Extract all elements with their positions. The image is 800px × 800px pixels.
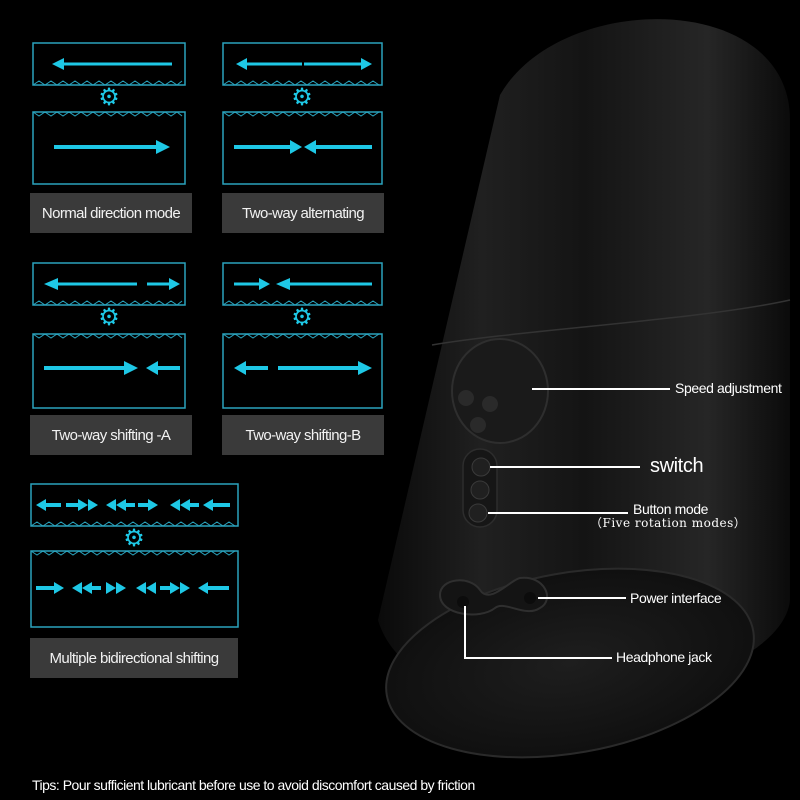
arrow-left-icon xyxy=(146,361,158,375)
five-modes-label: （Five rotation modes） xyxy=(590,516,747,530)
mode-diagram-alternating: ⚙ xyxy=(222,42,383,185)
button-mode-label: Button mode xyxy=(633,501,708,517)
arrow-left-icon xyxy=(44,278,58,290)
switch-button[interactable] xyxy=(471,457,491,477)
callout-line-switch xyxy=(490,466,640,468)
mode-diagram-normal: ⚙ xyxy=(32,42,186,185)
callout-line-power xyxy=(538,597,626,599)
gear-icon: ⚙ xyxy=(291,303,313,331)
switch-label: switch xyxy=(650,455,704,477)
arrow-left-icon xyxy=(236,58,247,70)
arrow-left-icon xyxy=(276,278,290,290)
power-interface-label: Power interface xyxy=(630,590,722,606)
mode-label-normal: Normal direction mode xyxy=(30,193,192,233)
speed-knob-dot xyxy=(458,390,474,406)
callout-line-headphone-v xyxy=(464,606,466,658)
mode-label-shifting-a: Two-way shifting -A xyxy=(30,415,192,455)
mode-diagram-shifting-a: ⚙ xyxy=(32,262,186,409)
speed-adjustment-label: Speed adjustment xyxy=(675,380,782,396)
mode-label-shifting-b: Two-way shifting-B xyxy=(222,415,384,455)
speed-knob-dot xyxy=(482,396,498,412)
arrow-right-icon xyxy=(259,278,270,290)
callout-line-button-mode xyxy=(488,512,628,514)
device-base xyxy=(385,567,755,759)
headphone-jack-label: Headphone jack xyxy=(616,649,712,665)
arrow-left-icon xyxy=(234,361,246,375)
mode-diagram-multiple: ⚙ xyxy=(30,483,239,628)
mode-button-2[interactable] xyxy=(468,503,488,523)
tips-text: Tips: Pour sufficient lubricant before u… xyxy=(32,777,475,793)
headphone-jack[interactable] xyxy=(457,596,469,608)
arrow-left-icon xyxy=(304,140,316,154)
gear-icon: ⚙ xyxy=(291,83,313,111)
mode-button[interactable] xyxy=(470,480,490,500)
mode-diagram-shifting-b: ⚙ xyxy=(222,262,383,409)
callout-line-speed xyxy=(532,388,670,390)
arrow-right-icon xyxy=(358,361,372,375)
callout-line-headphone-h xyxy=(464,657,612,659)
arrow-right-icon xyxy=(361,58,372,70)
arrow-right-icon xyxy=(290,140,302,154)
gear-icon: ⚙ xyxy=(98,303,120,331)
speed-knob-dot xyxy=(470,417,486,433)
arrow-right-icon xyxy=(124,361,138,375)
device-body xyxy=(378,19,790,703)
mode-label-alternating: Two-way alternating xyxy=(222,193,384,233)
speed-knob[interactable] xyxy=(451,338,549,444)
arrow-left-icon xyxy=(52,58,64,70)
power-interface[interactable] xyxy=(524,592,536,604)
arrow-right-icon xyxy=(156,140,170,154)
gear-icon: ⚙ xyxy=(98,83,120,111)
gear-icon: ⚙ xyxy=(123,524,145,552)
arrow-right-icon xyxy=(169,278,180,290)
mode-label-multiple: Multiple bidirectional shifting xyxy=(30,638,238,678)
